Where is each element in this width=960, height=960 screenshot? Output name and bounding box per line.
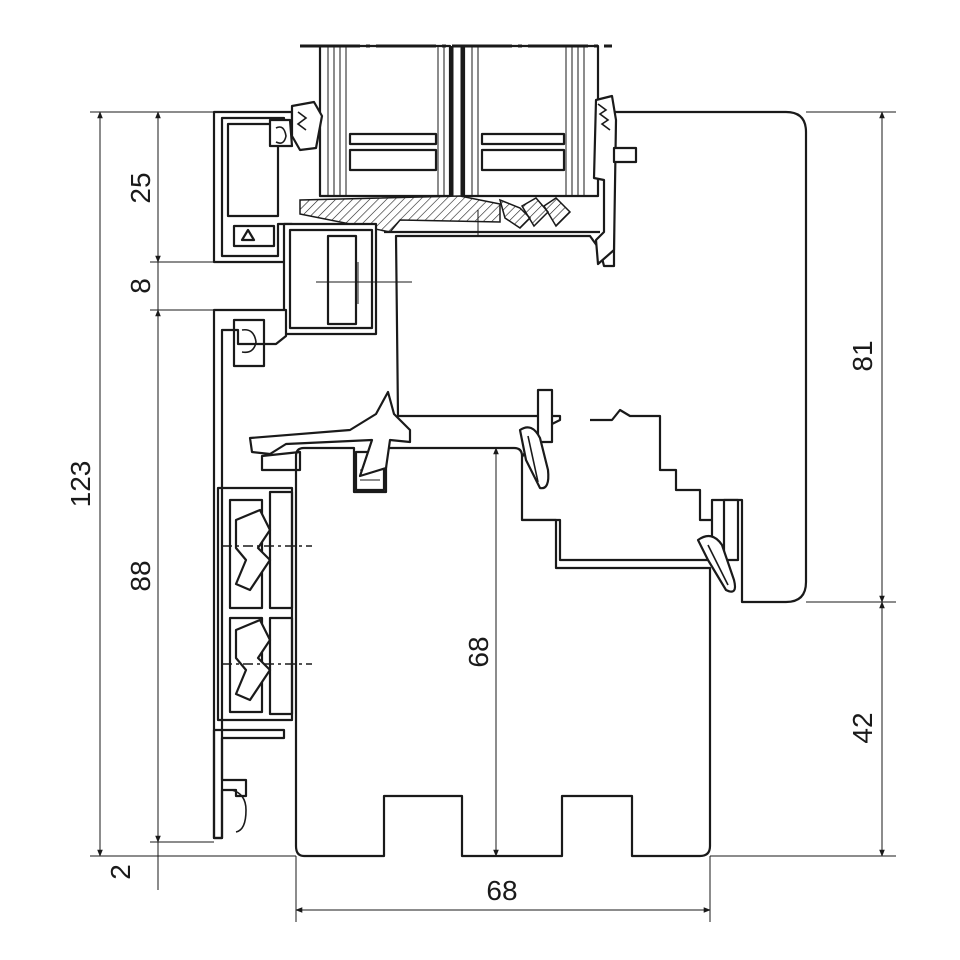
aluminium-cladding — [212, 100, 412, 840]
sash-profile — [394, 94, 808, 604]
dimension-lower-section: 88 — [125, 560, 156, 591]
dimension-frame-depth: 68 — [463, 636, 494, 667]
dimension-bottom-height: 42 — [847, 712, 878, 743]
dimension-sash-height: 81 — [847, 340, 878, 371]
dimension-bottom-offset: 2 — [105, 864, 136, 880]
glazing-unit — [299, 44, 612, 246]
dimension-lines — [90, 111, 896, 922]
dimension-gap-section: 8 — [125, 278, 156, 294]
dimension-frame-width: 68 — [486, 875, 517, 906]
dimension-top-section: 25 — [125, 172, 156, 203]
dimension-overall-height: 123 — [65, 461, 96, 508]
